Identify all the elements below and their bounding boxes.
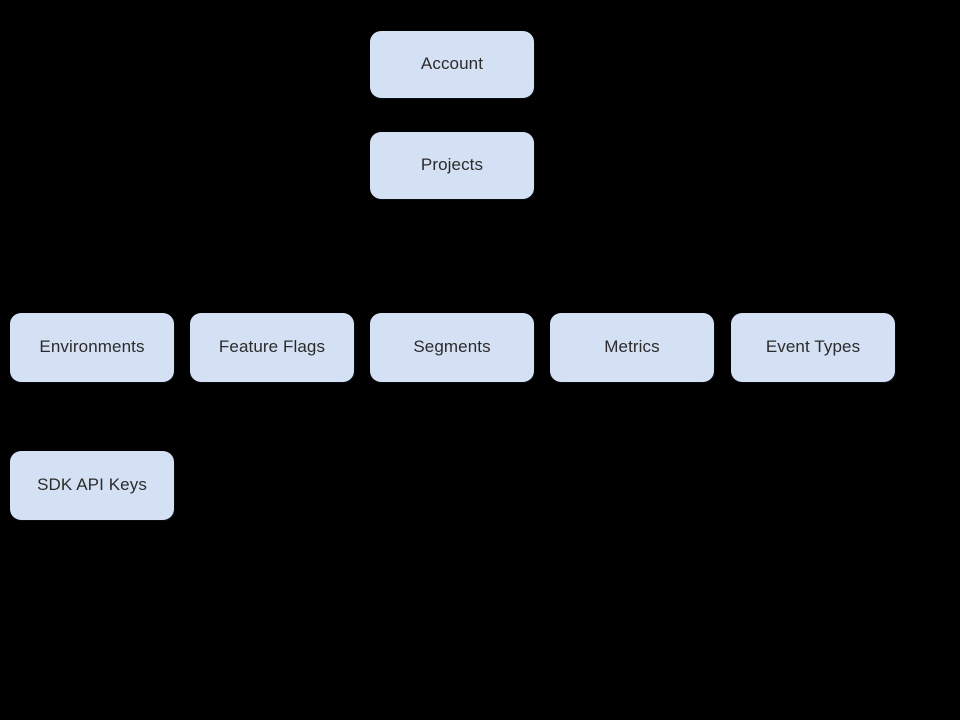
diagram-node-label: SDK API Keys: [37, 475, 147, 495]
diagram-node-feature-flags[interactable]: Feature Flags: [190, 313, 354, 382]
diagram-node-label: Segments: [413, 337, 491, 357]
diagram-node-label: Event Types: [765, 337, 861, 357]
diagram-node-label: Metrics: [604, 337, 660, 357]
diagram-node-metrics[interactable]: Metrics: [550, 313, 714, 382]
diagram-node-projects[interactable]: Projects: [370, 132, 534, 199]
diagram-node-segments[interactable]: Segments: [370, 313, 534, 382]
diagram-node-environments[interactable]: Environments: [10, 313, 174, 382]
diagram-node-sdk-api-keys[interactable]: SDK API Keys: [10, 451, 174, 520]
diagram-node-label: Feature Flags: [218, 337, 326, 357]
diagram-node-account[interactable]: Account: [370, 31, 534, 98]
diagram-node-event-types[interactable]: Event Types: [731, 313, 895, 382]
diagram-node-label: Environments: [39, 337, 145, 357]
diagram-node-label: Projects: [420, 155, 484, 175]
diagram-node-label: Account: [420, 54, 484, 74]
